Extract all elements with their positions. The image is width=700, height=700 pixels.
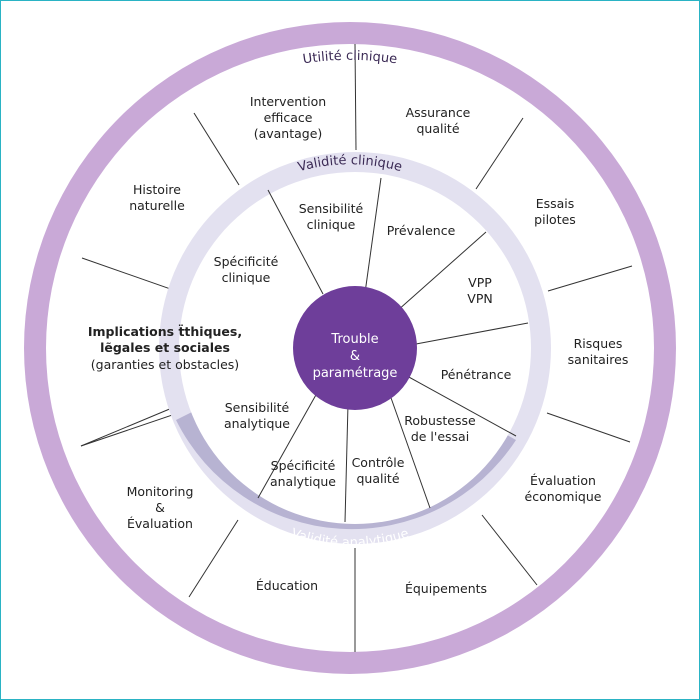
center-line-1: Trouble [330, 332, 378, 347]
svg-text:Risques: Risques [574, 336, 623, 351]
svg-text:(garanties et obstacles): (garanties et obstacles) [91, 357, 239, 372]
svg-text:efficace: efficace [264, 110, 313, 125]
svg-text:Intervention: Intervention [250, 94, 326, 109]
svg-text:qualité: qualité [416, 121, 459, 136]
svg-text:Spécificité: Spécificité [271, 458, 336, 473]
outer-item-essais: Essais pilotes [534, 196, 576, 227]
inner-item-prevalence: Prévalence [387, 223, 456, 238]
svg-text:Éducation: Éducation [256, 578, 318, 593]
svg-text:Pénétrance: Pénétrance [441, 367, 512, 382]
outer-item-evaluation-economique: Évaluation économique [525, 473, 602, 504]
center-line-3: paramétrage [313, 366, 398, 381]
inner-item-penetrance: Pénétrance [441, 367, 512, 382]
svg-text:Contrôle: Contrôle [352, 455, 405, 470]
inner-item-specificite-analytique: Spécificité analytique [270, 458, 336, 489]
outer-item-intervention: Intervention efficace (avantage) [250, 94, 326, 141]
clinical-validity-title: Validité clinique [296, 153, 403, 175]
inner-dividers [257, 177, 529, 523]
center-circle [293, 286, 417, 410]
svg-text:économique: économique [525, 489, 602, 504]
outer-item-assurance: Assurance qualité [406, 105, 471, 136]
svg-text:Essais: Essais [536, 196, 575, 211]
svg-text:naturelle: naturelle [129, 198, 185, 213]
inner-item-robustesse: Robustesse de l'essai [404, 413, 476, 444]
svg-text:Évaluation: Évaluation [530, 473, 596, 488]
outer-item-equipements: Équipements [405, 581, 487, 596]
svg-text:Robustesse: Robustesse [404, 413, 476, 428]
outer-item-risques: Risques sanitaires [568, 336, 629, 367]
inner-item-specificite-clinique: Spécificité clinique [214, 254, 279, 285]
svg-text:Assurance: Assurance [406, 105, 471, 120]
svg-text:Sensibilité: Sensibilité [299, 201, 364, 216]
svg-text:Histoire: Histoire [133, 182, 181, 197]
svg-text:&: & [155, 500, 165, 515]
svg-text:(avantage): (avantage) [254, 126, 323, 141]
svg-text:sanitaires: sanitaires [568, 352, 629, 367]
svg-text:Monitoring: Monitoring [127, 484, 194, 499]
svg-text:Prévalence: Prévalence [387, 223, 456, 238]
inner-item-vpp-vpn: VPP VPN [467, 275, 492, 306]
svg-text:VPP: VPP [468, 275, 492, 290]
outer-item-implications: Implications ẗthiques, lẽgales et social… [88, 324, 242, 372]
svg-text:pilotes: pilotes [534, 212, 576, 227]
svg-text:VPN: VPN [467, 291, 492, 306]
svg-text:de l'essai: de l'essai [411, 429, 469, 444]
svg-text:analytique: analytique [270, 474, 336, 489]
svg-text:Sensibilité: Sensibilité [225, 400, 290, 415]
outer-dividers [80, 43, 633, 652]
outer-item-monitoring: Monitoring & Évaluation [127, 484, 194, 531]
outer-item-histoire: Histoire naturelle [129, 182, 185, 213]
center-line-2: & [350, 349, 360, 364]
inner-item-sensibilite-analytique: Sensibilité analytique [224, 400, 290, 431]
svg-text:Implications ẗthiques,: Implications ẗthiques, [88, 324, 242, 339]
svg-text:Spécificité: Spécificité [214, 254, 279, 269]
svg-text:qualité: qualité [356, 471, 399, 486]
outer-ring-title: Utilité clinique [302, 49, 398, 68]
inner-item-sensibilite-clinique: Sensibilité clinique [299, 201, 364, 232]
svg-text:Évaluation: Évaluation [127, 516, 193, 531]
svg-text:clinique: clinique [307, 217, 356, 232]
svg-text:clinique: clinique [222, 270, 271, 285]
svg-text:lẽgales et sociales: lẽgales et sociales [100, 340, 230, 355]
inner-item-controle-qualite: Contrôle qualité [352, 455, 405, 486]
svg-text:analytique: analytique [224, 416, 290, 431]
svg-text:Équipements: Équipements [405, 581, 487, 596]
outer-item-education: Éducation [256, 578, 318, 593]
